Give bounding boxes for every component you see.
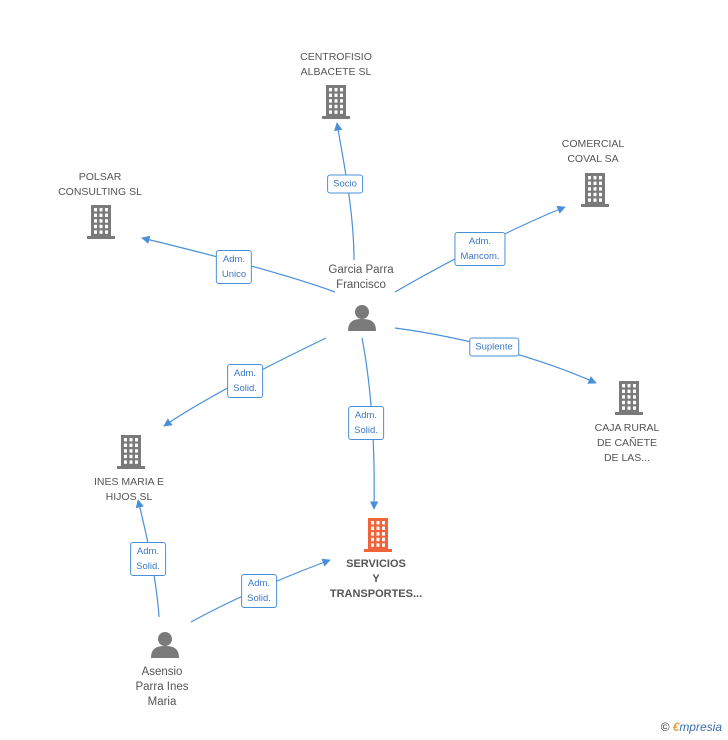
ines-building-icon[interactable]: [117, 435, 145, 469]
nodes-layer: [87, 85, 643, 658]
comercial-building-icon[interactable]: [581, 173, 609, 207]
brand-name: mpresia: [679, 720, 722, 734]
empresia-watermark[interactable]: ©€mpresia: [661, 720, 722, 734]
edge-label-e5[interactable]: Adm. Solid.: [227, 364, 263, 398]
centrofisio-label[interactable]: CENTROFISIO ALBACETE SL: [300, 51, 372, 78]
edge-label-e7[interactable]: Adm. Solid.: [130, 542, 166, 576]
brand-initial: €: [672, 720, 680, 734]
edge-label-e8[interactable]: Adm. Solid.: [241, 574, 277, 608]
servicios-building-icon[interactable]: [364, 518, 392, 552]
edge-label-e3[interactable]: Adm. Unico: [215, 250, 253, 284]
centrofisio-building-icon[interactable]: [322, 85, 350, 119]
polsar-label[interactable]: POLSAR CONSULTING SL: [58, 171, 142, 198]
copyright-symbol: ©: [660, 720, 670, 734]
edge-label-e4[interactable]: Suplente: [469, 337, 519, 357]
caja-building-icon[interactable]: [615, 381, 643, 415]
ines-label[interactable]: INES MARIA E HIJOS SL: [93, 476, 165, 503]
caja-label[interactable]: CAJA RURAL DE CAÑETE DE LAS...: [594, 422, 660, 464]
asensio-person-icon[interactable]: [151, 632, 179, 658]
comercial-label[interactable]: COMERCIAL COVAL SA: [561, 138, 625, 165]
edge-label-e6[interactable]: Adm. Solid.: [348, 406, 384, 440]
polsar-building-icon[interactable]: [87, 205, 115, 239]
asensio-label[interactable]: Asensio Parra Ines Maria: [135, 666, 189, 708]
garcia-person-icon[interactable]: [348, 305, 376, 331]
garcia-label[interactable]: Garcia Parra Francisco: [328, 264, 394, 291]
servicios-label[interactable]: SERVICIOS Y TRANSPORTES...: [329, 558, 423, 600]
edges-layer: [135, 122, 597, 623]
edge-label-e2[interactable]: Adm. Mancom.: [454, 232, 506, 266]
edge-label-e1[interactable]: Socio: [327, 174, 363, 194]
